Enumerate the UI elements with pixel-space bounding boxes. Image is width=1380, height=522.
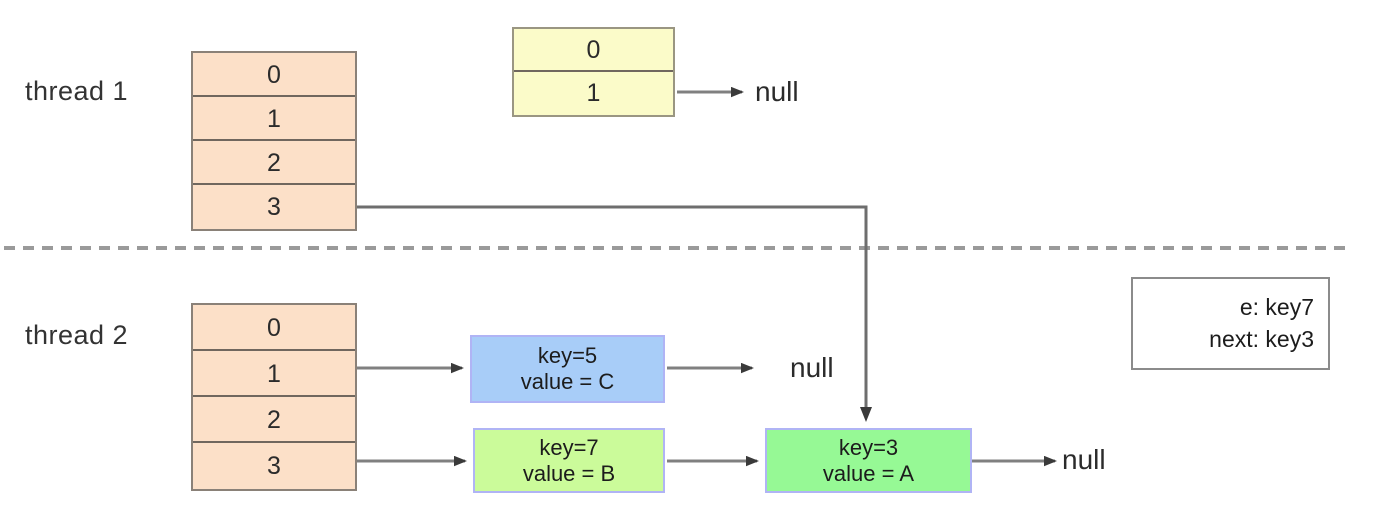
bucket-row[interactable]: 1 [193, 97, 355, 141]
bucket-row[interactable]: 3 [193, 185, 355, 229]
entry-key: key=5 [537, 343, 598, 369]
thread-1-new-table: 0 1 [512, 27, 675, 117]
bucket-row[interactable]: 2 [193, 141, 355, 185]
wire-thread1-row3-to-key3 [357, 205, 872, 422]
thread-2-bucket-table: 0 1 2 3 [191, 303, 357, 491]
new-table-row[interactable]: 0 [514, 29, 673, 72]
null-label-chain2: null [1062, 444, 1106, 475]
null-label-newtable: null [755, 76, 799, 107]
entry-key: key=3 [838, 434, 899, 460]
thread-1-bucket-table: 0 1 2 3 [191, 51, 357, 231]
new-table-row[interactable]: 1 [514, 72, 673, 115]
local-var-e: e: key7 [1239, 294, 1314, 321]
entry-key: key=7 [539, 434, 599, 460]
bucket-row[interactable]: 1 [193, 351, 355, 397]
bucket-row[interactable]: 0 [193, 305, 355, 351]
entry-node-key3[interactable]: key=3 value = A [765, 428, 972, 493]
thread-2-label: thread 2 [25, 320, 129, 350]
entry-value: value = C [520, 369, 615, 394]
entry-node-key7[interactable]: key=7 value = B [473, 428, 665, 493]
bucket-row[interactable]: 2 [193, 397, 355, 443]
local-var-next: next: key3 [1209, 325, 1314, 352]
thread-1-label: thread 1 [25, 76, 129, 106]
null-label-chain1: null [790, 352, 834, 383]
entry-node-key5[interactable]: key=5 value = C [470, 335, 665, 403]
local-variables-panel: e: key7 next: key3 [1131, 277, 1330, 370]
entry-value: value = B [522, 460, 616, 486]
bucket-row[interactable]: 0 [193, 53, 355, 97]
entry-value: value = A [822, 460, 915, 486]
bucket-row[interactable]: 3 [193, 443, 355, 489]
